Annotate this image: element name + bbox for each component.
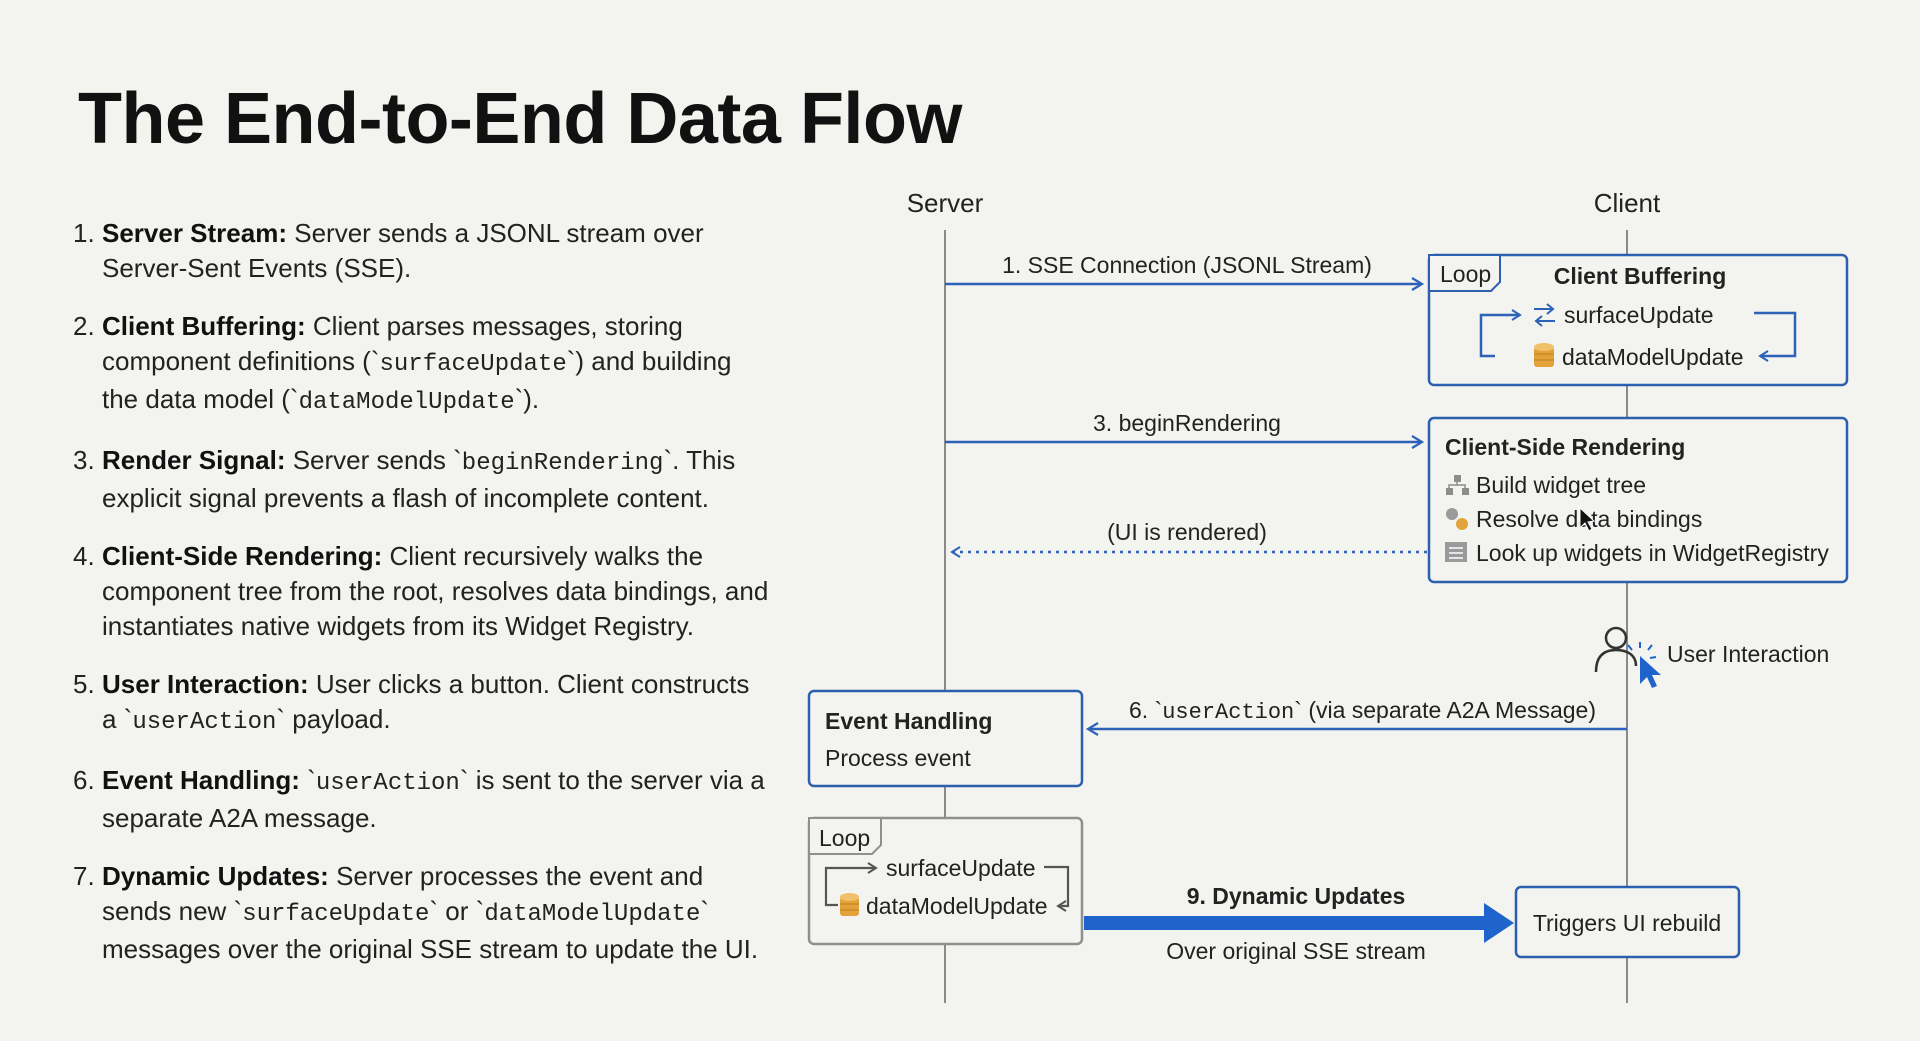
buffering-item-datamodelupdate: dataModelUpdate <box>1562 344 1744 370</box>
rendering-item-build: Build widget tree <box>1476 472 1646 498</box>
client-rendering-title: Client-Side Rendering <box>1445 434 1685 460</box>
triggers-ui-rebuild-box: Triggers UI rebuild <box>1514 885 1741 959</box>
server-loop-item-surfaceupdate: surfaceUpdate <box>886 855 1036 881</box>
rendering-item-lookup: Look up widgets in WidgetRegistry <box>1476 540 1829 566</box>
step-label: Client-Side Rendering: <box>102 541 383 571</box>
msg-begin-rendering-label: 3. beginRendering <box>1093 410 1281 436</box>
event-handling-title: Event Handling <box>825 708 992 734</box>
msg-sse-connection-label: 1. SSE Connection (JSONL Stream) <box>1002 252 1372 278</box>
msg-dynamic-updates-sub: Over original SSE stream <box>1166 938 1425 964</box>
user-interaction-label: User Interaction <box>1667 641 1829 667</box>
client-rendering-box: Client-Side Rendering Build widget tree … <box>1427 416 1849 584</box>
server-loop-box: Loop surfaceUpdate dataModelUpdate <box>807 816 1084 946</box>
msg-dynamic-updates-label: 9. Dynamic Updates <box>1187 883 1406 909</box>
mouse-cursor-icon <box>1579 506 1596 532</box>
registry-icon <box>1445 542 1467 562</box>
msg-ui-rendered-label: (UI is rendered) <box>1107 519 1267 545</box>
step-5: 5. User Interaction: User clicks a butto… <box>73 669 750 736</box>
database-icon <box>1534 343 1554 367</box>
step-3: 3. Render Signal: Server sends `beginRen… <box>73 445 736 513</box>
step-label: Event Handling: <box>102 765 300 795</box>
server-loop-item-datamodelupdate: dataModelUpdate <box>866 893 1048 919</box>
server-lifeline-label: Server <box>907 188 984 218</box>
step-1: 1. Server Stream: Server sends a JSONL s… <box>73 218 704 283</box>
event-handling-box: Event Handling Process event <box>807 689 1084 788</box>
binding-icon <box>1446 508 1468 530</box>
step-6: 6. Event Handling: `userAction` is sent … <box>73 765 765 833</box>
step-label: User Interaction: <box>102 669 309 699</box>
user-icon <box>1594 626 1638 673</box>
step-label: Render Signal: <box>102 445 286 475</box>
loop-label: Loop <box>819 825 870 851</box>
page-title: The End-to-End Data Flow <box>78 79 962 159</box>
client-lifeline-label: Client <box>1594 188 1661 218</box>
step-7: 7. Dynamic Updates: Server processes the… <box>73 861 759 964</box>
click-cursor-icon <box>1627 642 1661 688</box>
tree-icon <box>1446 475 1469 495</box>
step-label: Dynamic Updates: <box>102 861 329 891</box>
step-label: Server Stream: <box>102 218 287 248</box>
step-label: Client Buffering: <box>102 311 306 341</box>
step-4: 4. Client-Side Rendering: Client recursi… <box>73 541 769 641</box>
msg-user-action-label: 6. `userAction` (via separate A2A Messag… <box>1129 697 1596 725</box>
msg-dynamic-updates-arrow <box>1084 916 1488 930</box>
triggers-ui-rebuild-text: Triggers UI rebuild <box>1533 910 1721 936</box>
event-handling-text: Process event <box>825 745 971 771</box>
steps-list: 1. Server Stream: Server sends a JSONL s… <box>70 216 770 990</box>
database-icon <box>840 893 859 916</box>
step-2: 2. Client Buffering: Client parses messa… <box>73 311 732 416</box>
swap-icon <box>1534 303 1555 327</box>
loop-label: Loop <box>1440 261 1491 287</box>
client-buffering-box: Loop Client Buffering surfaceUpdate data… <box>1427 253 1849 387</box>
buffering-item-surfaceupdate: surfaceUpdate <box>1564 302 1714 328</box>
msg-dynamic-updates-arrowhead <box>1484 903 1514 943</box>
client-buffering-title: Client Buffering <box>1554 263 1727 289</box>
